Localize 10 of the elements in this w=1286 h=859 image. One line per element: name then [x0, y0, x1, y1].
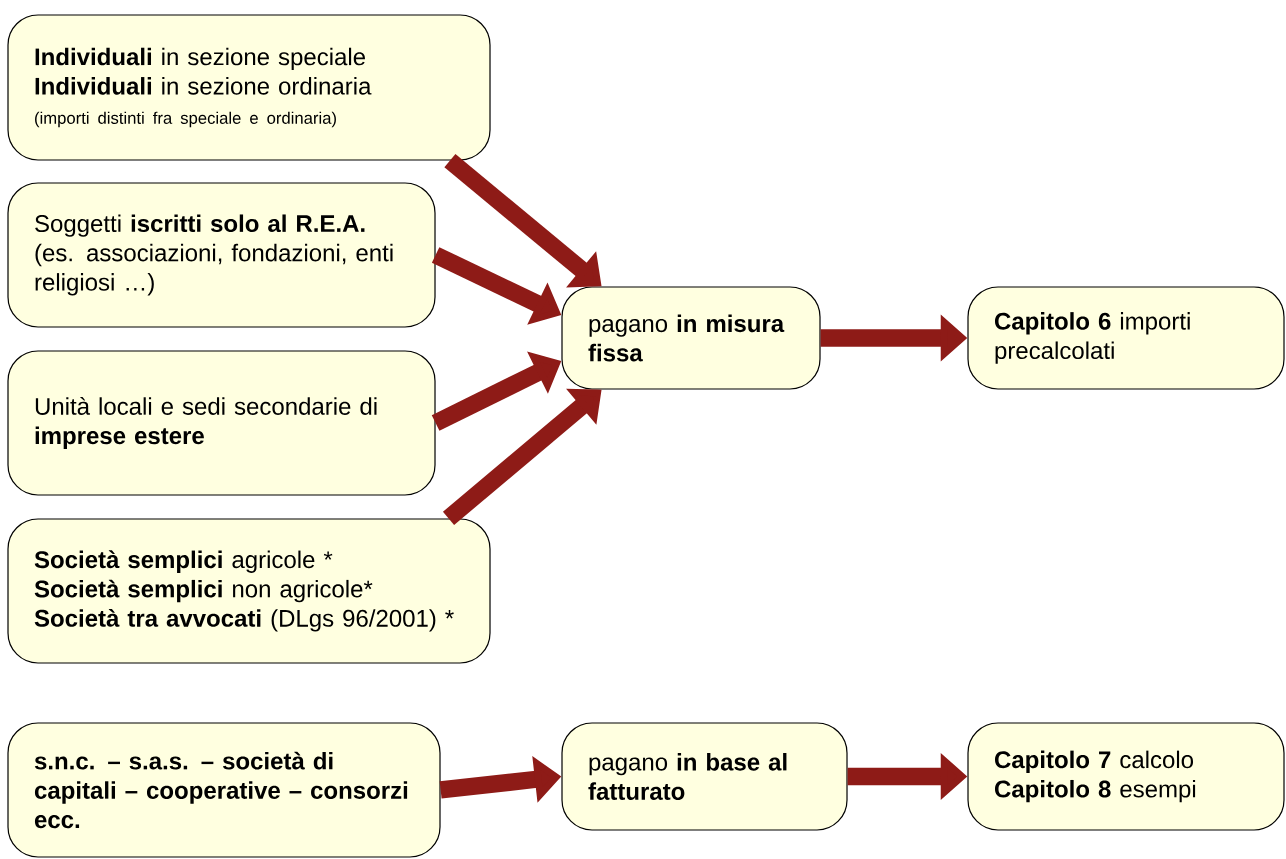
text-box: Capitolo 6 importi precalcolati: [967, 286, 1285, 390]
text-box: Unità locali e sedi secondarie di imprese estere: [7, 350, 436, 496]
block-arrow: [442, 388, 602, 525]
text-box: Società semplici agricole * Società semplici non agricole* Società tra avvocati (DLgs 96/2001) *: [7, 518, 491, 664]
text-box: Soggetti iscritti solo al R.E.A. (es. associazioni, fondazioni, enti religiosi …): [7, 182, 436, 328]
text-box: s.n.c. – s.a.s. – società di capitali – cooperative – consorzi ecc.: [7, 722, 441, 858]
text-box: Capitolo 7 calcolo Capitolo 8 esempi: [967, 722, 1285, 831]
text-box: pagano in misura fissa: [561, 286, 821, 390]
text-box: Individuali in sezione speciale Individuali in sezione ordinaria (importi distinti fra speciale e ordinaria): [7, 14, 491, 161]
text-box: pagano in base al fatturato: [561, 722, 848, 831]
